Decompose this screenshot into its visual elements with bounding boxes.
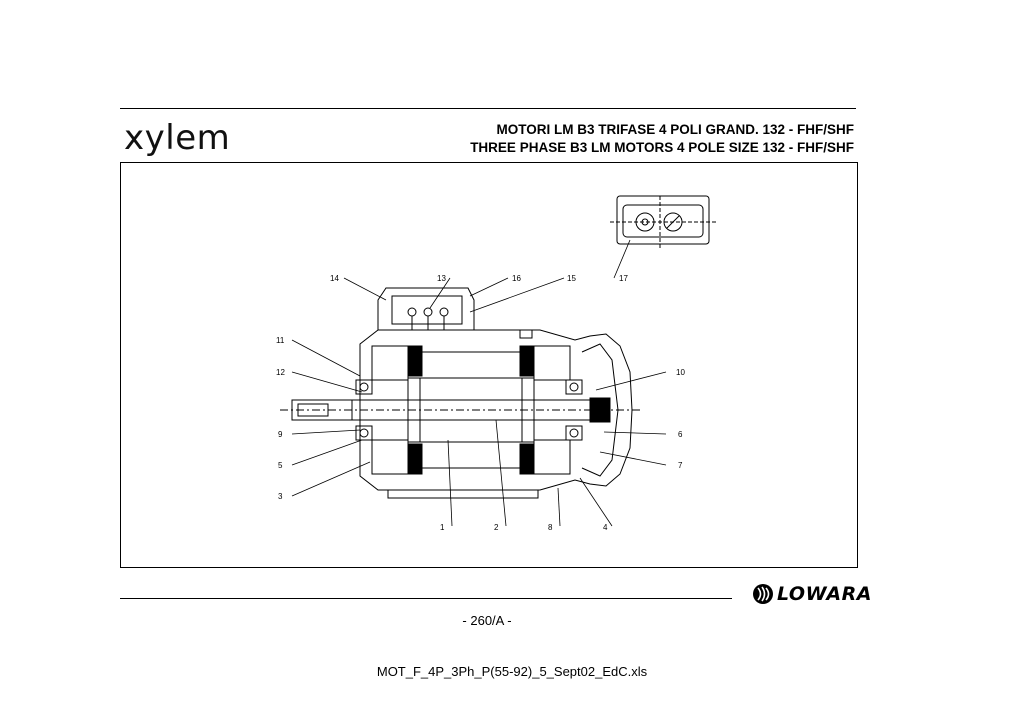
shaft [280, 399, 640, 421]
callout-9: 9 [278, 430, 283, 439]
callout-3: 3 [278, 492, 283, 501]
callout-7: 7 [678, 461, 683, 470]
callout-6: 6 [678, 430, 683, 439]
callout-14: 14 [330, 274, 339, 283]
callout-17: 17 [619, 274, 628, 283]
callout-13: 13 [437, 274, 446, 283]
leader-lines [291, 239, 667, 527]
title-english: THREE PHASE B3 LM MOTORS 4 POLE SIZE 132… [470, 140, 854, 155]
motor-housing [359, 329, 633, 499]
lowara-wordmark: LOWARA [777, 583, 872, 605]
callout-5: 5 [278, 461, 283, 470]
callout-10: 10 [676, 368, 685, 377]
fan-cover [581, 343, 619, 477]
bearings [355, 379, 583, 441]
callout-12: 12 [276, 368, 285, 377]
title-italian: MOTORI LM B3 TRIFASE 4 POLI GRAND. 132 -… [496, 122, 854, 137]
callout-1: 1 [440, 523, 445, 532]
lowara-logo: LOWARA [752, 583, 872, 605]
callout-4: 4 [603, 523, 608, 532]
callout-2: 2 [494, 523, 499, 532]
header-top-rule [120, 108, 856, 109]
callout-8: 8 [548, 523, 553, 532]
callout-16: 16 [512, 274, 521, 283]
drawing-frame [120, 162, 858, 568]
page-number: - 260/A - [462, 613, 512, 628]
xylem-logo: xylem [124, 118, 231, 158]
callout-15: 15 [567, 274, 576, 283]
terminal-box-detail [610, 195, 716, 250]
lowara-mark-icon [753, 584, 773, 604]
stator-windings [371, 345, 571, 475]
source-filename: MOT_F_4P_3Ph_P(55-92)_5_Sept02_EdC.xls [376, 664, 648, 679]
footer-rule [120, 598, 732, 599]
terminal-box [377, 287, 475, 331]
callout-11: 11 [276, 336, 285, 345]
